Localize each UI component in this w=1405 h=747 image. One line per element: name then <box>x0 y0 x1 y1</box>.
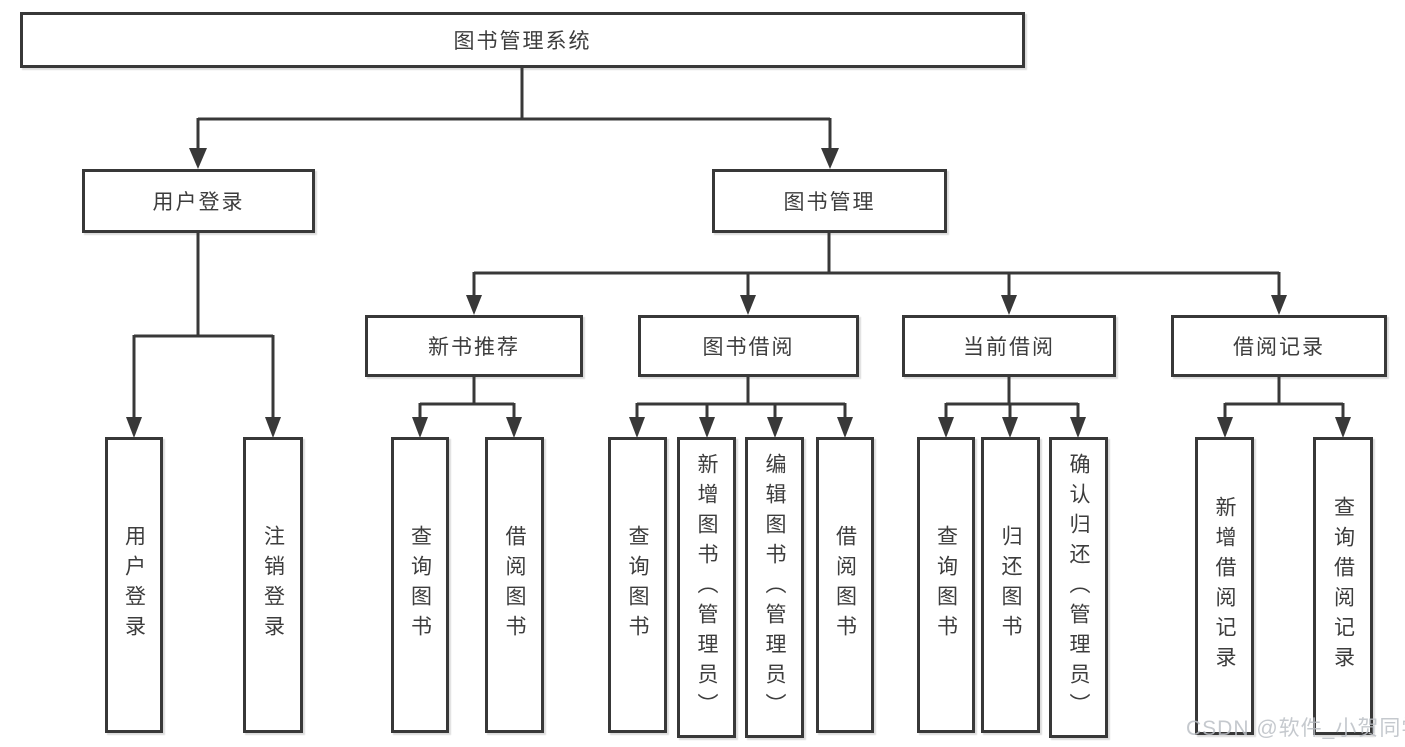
node-user-login: 用户登录 <box>82 169 315 233</box>
leaf-edit-books-admin: 编辑图书（管理员） <box>745 437 804 738</box>
leaf-logout: 注销登录 <box>243 437 303 733</box>
leaf-borrow-books-recommend-label: 借阅图书 <box>503 525 526 645</box>
leaf-query-books-borrowing: 查询图书 <box>608 437 667 733</box>
leaf-logout-label: 注销登录 <box>261 525 285 645</box>
node-borrowing-records: 借阅记录 <box>1171 315 1387 377</box>
leaf-borrow-books-recommend: 借阅图书 <box>485 437 544 733</box>
leaf-return-books: 归还图书 <box>981 437 1040 733</box>
leaf-add-borrow-record: 新增借阅记录 <box>1195 437 1254 735</box>
node-book-management: 图书管理 <box>712 169 947 233</box>
leaf-query-borrow-record-label: 查询借阅记录 <box>1331 496 1355 676</box>
csdn-watermark: CSDN @软件_小贺同学 <box>1186 717 1405 740</box>
node-book-borrowing: 图书借阅 <box>638 315 859 377</box>
leaf-add-books-admin: 新增图书（管理员） <box>677 437 736 738</box>
leaf-query-books-recommend: 查询图书 <box>391 437 449 733</box>
leaf-confirm-return-admin-label: 确认归还（管理员） <box>1067 452 1090 723</box>
leaf-borrow-books-label: 借阅图书 <box>833 525 857 645</box>
leaf-return-books-label: 归还图书 <box>999 525 1022 645</box>
node-current-borrowing: 当前借阅 <box>902 315 1116 377</box>
leaf-user-login: 用户登录 <box>105 437 163 733</box>
leaf-add-borrow-record-label: 新增借阅记录 <box>1213 496 1236 676</box>
leaf-user-login-label: 用户登录 <box>122 525 146 645</box>
leaf-query-books-recommend-label: 查询图书 <box>408 525 432 645</box>
leaf-confirm-return-admin: 确认归还（管理员） <box>1049 437 1108 738</box>
node-root-library-system: 图书管理系统 <box>20 12 1025 68</box>
leaf-edit-books-admin-label: 编辑图书（管理员） <box>763 452 786 723</box>
leaf-query-books-current-label: 查询图书 <box>934 525 958 645</box>
leaf-query-books-current: 查询图书 <box>917 437 975 733</box>
leaf-borrow-books: 借阅图书 <box>816 437 874 733</box>
leaf-query-books-borrowing-label: 查询图书 <box>626 525 649 645</box>
leaf-query-borrow-record: 查询借阅记录 <box>1313 437 1373 735</box>
node-new-book-recommend: 新书推荐 <box>365 315 583 377</box>
leaf-add-books-admin-label: 新增图书（管理员） <box>695 452 718 723</box>
